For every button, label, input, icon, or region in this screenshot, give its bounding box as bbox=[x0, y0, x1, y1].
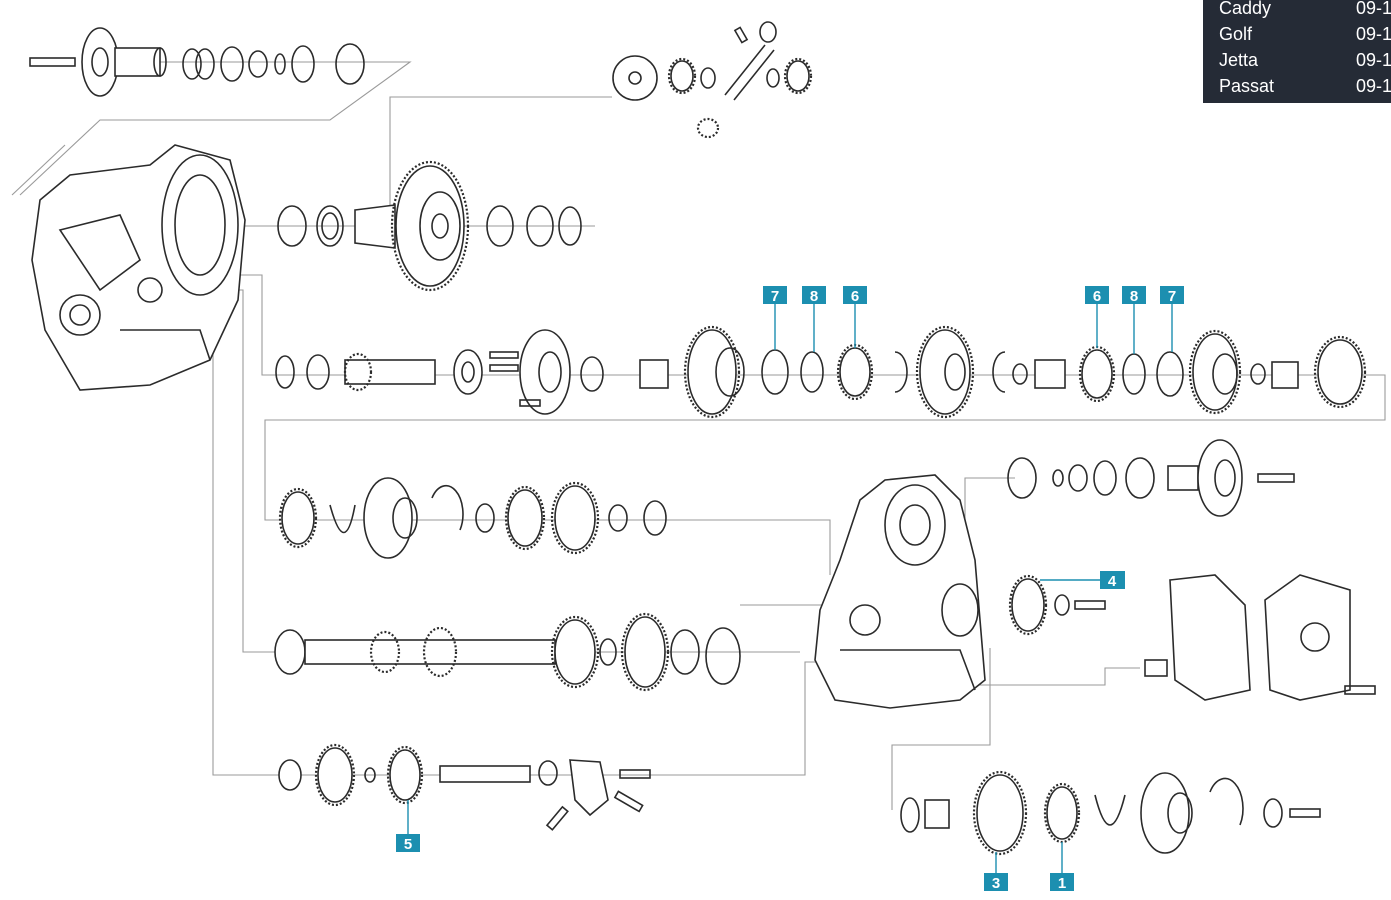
synchronizer-row bbox=[278, 477, 667, 559]
callout-7: 7 bbox=[763, 286, 787, 305]
callout-7: 7 bbox=[1160, 286, 1184, 305]
callout-labels: 7 8 6 6 8 7 4 5 bbox=[396, 286, 1184, 892]
gearbox-housing-right bbox=[814, 474, 986, 709]
callout-6: 6 bbox=[843, 286, 867, 305]
flange-shaft-assembly bbox=[29, 27, 365, 97]
callout-5: 5 bbox=[396, 834, 420, 853]
svg-text:3: 3 bbox=[992, 875, 1000, 892]
callout-1: 1 bbox=[1050, 873, 1074, 892]
model-name: Passat bbox=[1219, 76, 1275, 96]
differential-ring-gear-assembly bbox=[277, 160, 582, 292]
svg-text:8: 8 bbox=[810, 288, 818, 305]
model-row: Golf 09-1 bbox=[1219, 23, 1391, 49]
reverse-shaft-row bbox=[278, 743, 651, 831]
model-years: 09-1 bbox=[1356, 76, 1391, 96]
end-cover-parts bbox=[1007, 439, 1376, 701]
svg-text:1: 1 bbox=[1058, 875, 1066, 892]
callout-stems bbox=[407, 303, 1173, 873]
svg-text:6: 6 bbox=[1093, 288, 1101, 305]
svg-text:8: 8 bbox=[1130, 288, 1138, 305]
model-name: Caddy bbox=[1219, 0, 1272, 18]
callout-3: 3 bbox=[984, 873, 1008, 892]
model-name: Golf bbox=[1219, 24, 1253, 44]
output-shaft-row bbox=[274, 612, 741, 692]
model-years: 09-1 bbox=[1356, 50, 1391, 70]
svg-text:7: 7 bbox=[1168, 288, 1176, 305]
callout-8: 8 bbox=[1122, 286, 1146, 305]
model-name: Jetta bbox=[1219, 50, 1259, 70]
svg-text:4: 4 bbox=[1108, 573, 1117, 590]
differential-pinion-set bbox=[612, 21, 813, 139]
svg-text:5: 5 bbox=[404, 836, 412, 853]
input-shaft-row bbox=[275, 325, 1367, 419]
model-row: Passat 09-1 bbox=[1219, 75, 1391, 101]
model-years: 09-1 bbox=[1356, 24, 1391, 44]
gearbox-housing-left bbox=[31, 144, 246, 391]
callout-4: 4 bbox=[1100, 571, 1125, 590]
callout-8: 8 bbox=[802, 286, 826, 305]
callout-6: 6 bbox=[1085, 286, 1109, 305]
svg-text:6: 6 bbox=[851, 288, 859, 305]
svg-text:7: 7 bbox=[771, 288, 779, 305]
model-row: Jetta 09-1 bbox=[1219, 49, 1391, 75]
model-row: Caddy 09-1 bbox=[1219, 0, 1391, 23]
bottom-gear-row bbox=[900, 770, 1321, 856]
model-compatibility-table: Caddy 09-1 Golf 09-1 Jetta 09-1 Passat 0… bbox=[1203, 0, 1391, 103]
model-years: 09-1 bbox=[1356, 0, 1391, 18]
